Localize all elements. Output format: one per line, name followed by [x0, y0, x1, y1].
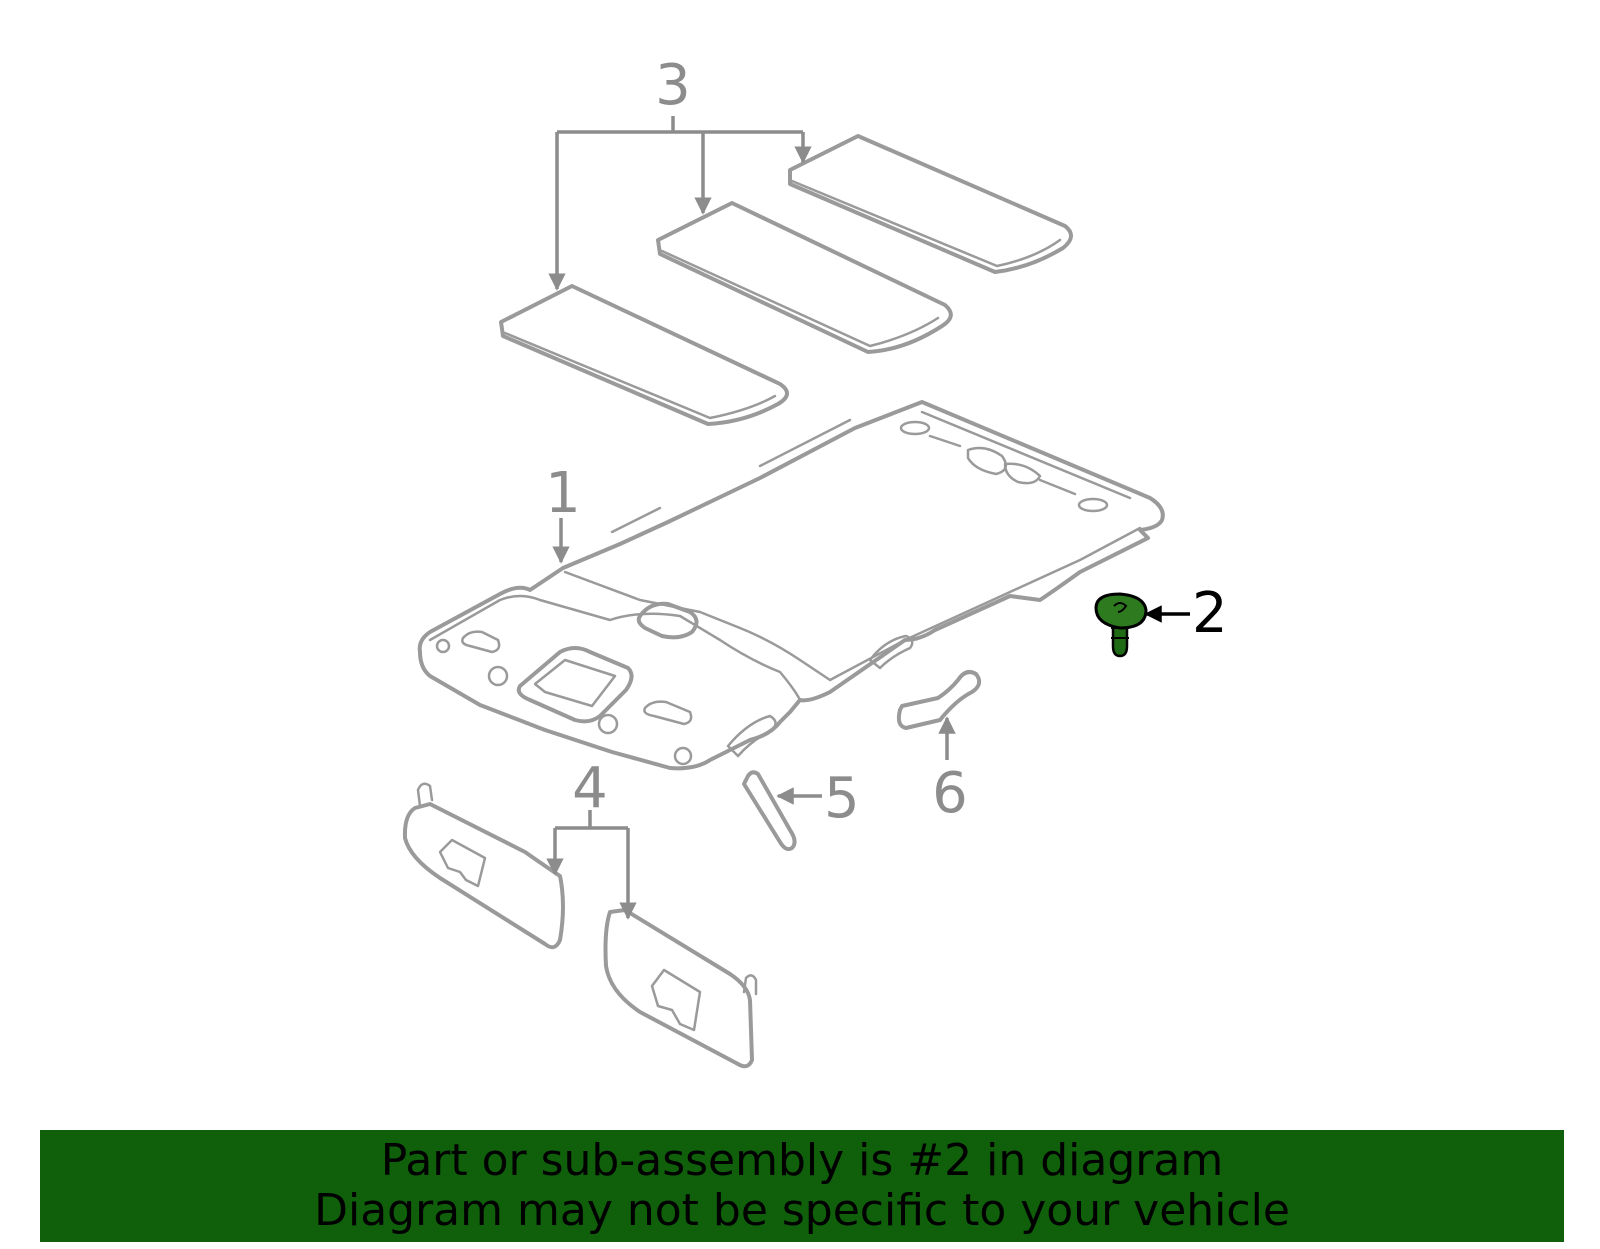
banner-line-disclaimer: Diagram may not be specific to your vehi…: [314, 1185, 1290, 1236]
visor-right-mirror: [650, 968, 702, 1032]
map-light-left: [461, 630, 501, 654]
headliner-inner-edge: [563, 570, 832, 682]
part-2-retainer: [1094, 592, 1148, 658]
visor-left-mirror: [438, 838, 487, 888]
visor-left: [402, 802, 565, 950]
part-5-clip: [742, 770, 797, 852]
callout-5: 5: [824, 766, 860, 831]
rear-rail: [928, 434, 1077, 496]
map-light-right: [643, 700, 693, 726]
callouts: 3 1 2 4 5 6: [545, 53, 1227, 831]
overhead-console: [516, 646, 634, 724]
rear-light-2: [966, 446, 1008, 476]
screw-hole-4: [435, 638, 451, 654]
pad-bottom-edge: [503, 331, 777, 420]
overhead-console-inner: [533, 658, 617, 708]
headliner-outline: [417, 400, 1165, 771]
callout-3: 3: [655, 53, 691, 118]
pad-top: [788, 134, 1073, 274]
visor-left-clip: [416, 782, 434, 808]
hook-body: [896, 670, 982, 730]
part-4-sun-visors: [402, 782, 758, 1069]
part-6-hook: [896, 670, 982, 730]
rear-light-4: [1077, 497, 1109, 513]
headliner-front-edge: [428, 594, 802, 702]
headliner-ridge: [610, 410, 1132, 534]
headliner-side-edge: [828, 526, 1142, 682]
part-1-headliner: [417, 400, 1165, 771]
rear-light-1: [899, 420, 931, 436]
callout-4: 4: [572, 756, 608, 821]
leader-lines: [546, 116, 1190, 920]
visor-right-clip: [742, 974, 758, 996]
screw-hole-1: [487, 665, 509, 687]
pad-bottom: [499, 284, 789, 426]
pad-middle: [656, 201, 953, 354]
pad-middle-edge: [660, 249, 940, 348]
grab-handle-recess-rear: [868, 634, 914, 670]
visor-right: [603, 908, 754, 1069]
front-opening: [636, 601, 699, 640]
part-3-pads: [499, 134, 1073, 426]
pad-top-edge: [790, 179, 1062, 268]
callout-6: 6: [932, 761, 968, 826]
screw-hole-3: [673, 746, 693, 766]
rear-light-3: [1003, 462, 1042, 485]
grab-handle-recess: [726, 714, 777, 758]
banner-line-part: Part or sub-assembly is #2 in diagram: [380, 1135, 1224, 1186]
retainer-head-mark: [1113, 602, 1128, 613]
info-banner: Part or sub-assembly is #2 in diagram Di…: [40, 1130, 1564, 1242]
callout-2: 2: [1192, 581, 1228, 646]
callout-1: 1: [545, 461, 581, 526]
clip-body: [742, 770, 797, 852]
screw-hole-2: [597, 713, 619, 735]
